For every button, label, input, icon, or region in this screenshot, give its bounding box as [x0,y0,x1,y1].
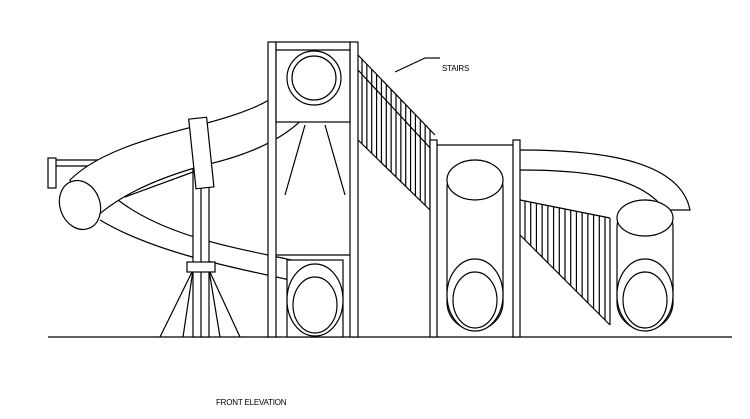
tower-1 [267,41,359,338]
helix-slide-tube [58,51,331,231]
right-slide-tube [616,199,674,332]
drawing-title: FRONT ELEVATION [216,398,287,407]
tower-2 [429,139,691,338]
helix-lower-edge [117,199,301,263]
stairs-callout: STAIRS [442,64,470,73]
stairs-1 [357,54,440,211]
stairs-2 [519,199,611,326]
helix-lower-edge-2 [99,219,291,281]
